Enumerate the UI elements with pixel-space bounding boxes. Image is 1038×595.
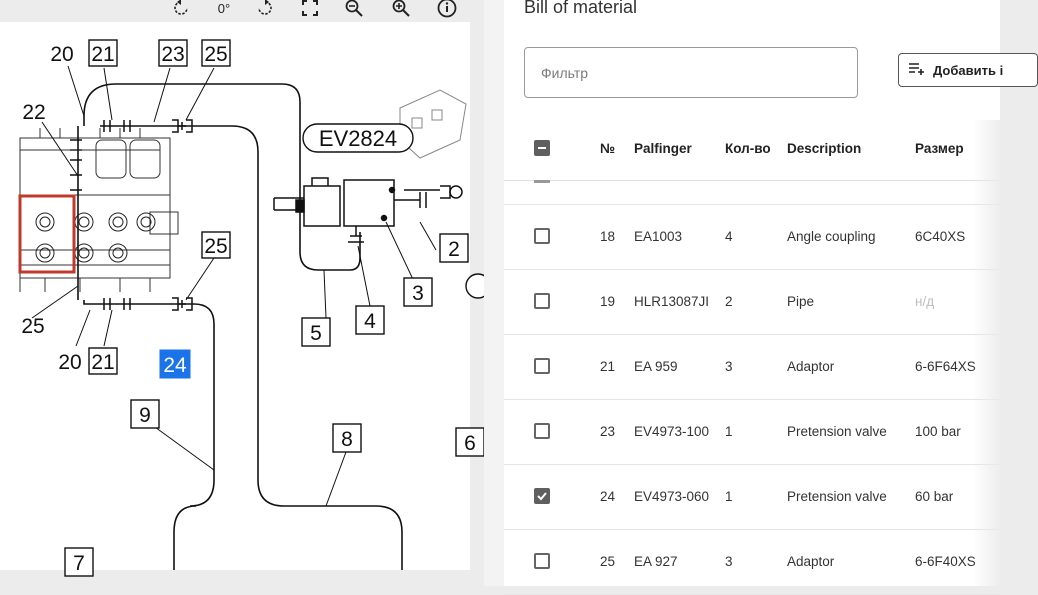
- drawing-viewer: 0°: [0, 0, 491, 586]
- row-size: 60 bar: [915, 489, 954, 504]
- callout-5: 5: [310, 322, 322, 345]
- valve-tag-label: EV2824: [319, 126, 397, 151]
- row-checkbox[interactable]: [534, 423, 550, 439]
- row-number: 25: [600, 554, 616, 569]
- row-description: Adaptor: [787, 359, 835, 374]
- row-palfinger-part: EA1003: [634, 229, 683, 244]
- callout-21-bottom: 21: [91, 351, 114, 374]
- callout-6: 6: [464, 432, 476, 455]
- add-button-label: Добавить i: [933, 62, 1004, 78]
- callout-25-left: 25: [21, 315, 44, 338]
- table-row[interactable]: 19 HLR13087JI 2 Pipe н/д: [504, 269, 1000, 335]
- playlist-add-icon: [909, 62, 925, 78]
- callout-25-mid: 25: [204, 235, 227, 258]
- row-description: Pretension valve: [787, 424, 887, 439]
- callout-24-highlight: [159, 349, 191, 379]
- hydraulic-schematic: EV2824 20 21 23 25 22 2 3 4 5 25 25 20 2…: [18, 39, 491, 577]
- row-quantity: 1: [725, 424, 733, 439]
- callout-20-top: 20: [50, 43, 73, 66]
- row-checkbox[interactable]: [534, 358, 550, 374]
- bom-panel: Bill of material Добавить i № Palfinger …: [484, 0, 1038, 595]
- callout-25-top: 25: [204, 43, 227, 66]
- bom-title: Bill of material: [524, 0, 638, 17]
- rotate-right-icon[interactable]: [252, 0, 278, 20]
- row-quantity: 3: [725, 554, 733, 569]
- info-icon[interactable]: [434, 0, 460, 20]
- callout-22: 22: [22, 101, 45, 124]
- selection-frame: [18, 194, 76, 274]
- row-checkbox[interactable]: [534, 553, 550, 569]
- table-row[interactable]: 18 EA1003 4 Angle coupling 6C40XS: [504, 204, 1000, 270]
- column-header-size[interactable]: Размер: [915, 141, 964, 156]
- row-size: 6C40XS: [915, 229, 966, 244]
- viewer-toolbar: 0°: [0, 0, 470, 22]
- add-button[interactable]: Добавить i: [898, 53, 1038, 87]
- callout-9: 9: [139, 404, 151, 427]
- row-size: 6-6F40XS: [915, 554, 976, 569]
- column-header-palfinger[interactable]: Palfinger: [634, 141, 692, 156]
- table-row[interactable]: 23 EV4973-100 1 Pretension valve 100 bar: [504, 399, 1000, 465]
- fit-screen-icon[interactable]: [297, 0, 323, 20]
- row-checkbox[interactable]: [534, 293, 550, 309]
- zoom-out-icon[interactable]: [341, 0, 367, 20]
- row-description: Pipe: [787, 294, 815, 309]
- callout-2: 2: [448, 238, 460, 261]
- table-row[interactable]: 21 EA 959 3 Adaptor 6-6F64XS: [504, 334, 1000, 400]
- drawing-canvas[interactable]: EV2824 20 21 23 25 22 2 3 4 5 25 25 20 2…: [0, 22, 491, 577]
- select-all-checkbox[interactable]: [534, 140, 550, 156]
- row-description: Adaptor: [787, 554, 835, 569]
- row-checkbox[interactable]: [534, 488, 550, 504]
- row-palfinger-part: HLR13087JI: [634, 294, 710, 309]
- callout-23: 23: [161, 43, 184, 66]
- callout-4: 4: [364, 310, 376, 333]
- row-number: 23: [600, 424, 616, 439]
- scroll-fade: [972, 120, 1000, 586]
- row-number: 21: [600, 359, 616, 374]
- row-palfinger-part: EV4973-100: [634, 424, 710, 439]
- row-size: 6-6F64XS: [915, 359, 976, 374]
- callout-20-bottom: 20: [58, 351, 81, 374]
- row-number: 19: [600, 294, 616, 309]
- row-description: Angle coupling: [787, 229, 876, 244]
- row-number: 24: [600, 489, 616, 504]
- column-header-qty[interactable]: Кол-во: [725, 141, 771, 156]
- rotation-angle-label: 0°: [217, 0, 231, 16]
- row-size: н/д: [915, 294, 935, 309]
- row-number: 18: [600, 229, 616, 244]
- row-quantity: 3: [725, 359, 733, 374]
- row-palfinger-part: EA 927: [634, 554, 678, 569]
- row-palfinger-part: EV4973-060: [634, 489, 710, 504]
- callout-24: 24: [163, 354, 187, 377]
- rotate-left-icon[interactable]: [168, 0, 194, 20]
- zoom-in-icon[interactable]: [388, 0, 414, 20]
- filter-field[interactable]: [524, 47, 858, 98]
- column-header-description[interactable]: Description: [787, 141, 862, 156]
- row-checkbox[interactable]: [534, 228, 550, 244]
- table-row[interactable]: 25 EA 927 3 Adaptor 6-6F40XS: [504, 529, 1000, 595]
- bom-card: Bill of material Добавить i № Palfinger …: [504, 0, 1038, 595]
- callout-3: 3: [412, 282, 424, 305]
- table-row-partial: [504, 180, 1000, 205]
- callout-21-top: 21: [91, 43, 114, 66]
- row-quantity: 2: [725, 294, 733, 309]
- row-description: Pretension valve: [787, 489, 887, 504]
- row-size: 100 bar: [915, 424, 961, 439]
- column-header-number[interactable]: №: [600, 141, 616, 156]
- table-header: № Palfinger Кол-во Description Размер: [504, 120, 1000, 181]
- filter-input[interactable]: [539, 64, 843, 82]
- table-row[interactable]: 24 EV4973-060 1 Pretension valve 60 bar: [504, 464, 1000, 530]
- callout-8: 8: [341, 428, 353, 451]
- row-quantity: 4: [725, 229, 733, 244]
- row-quantity: 1: [725, 489, 733, 504]
- row-palfinger-part: EA 959: [634, 359, 678, 374]
- callout-7: 7: [73, 552, 85, 575]
